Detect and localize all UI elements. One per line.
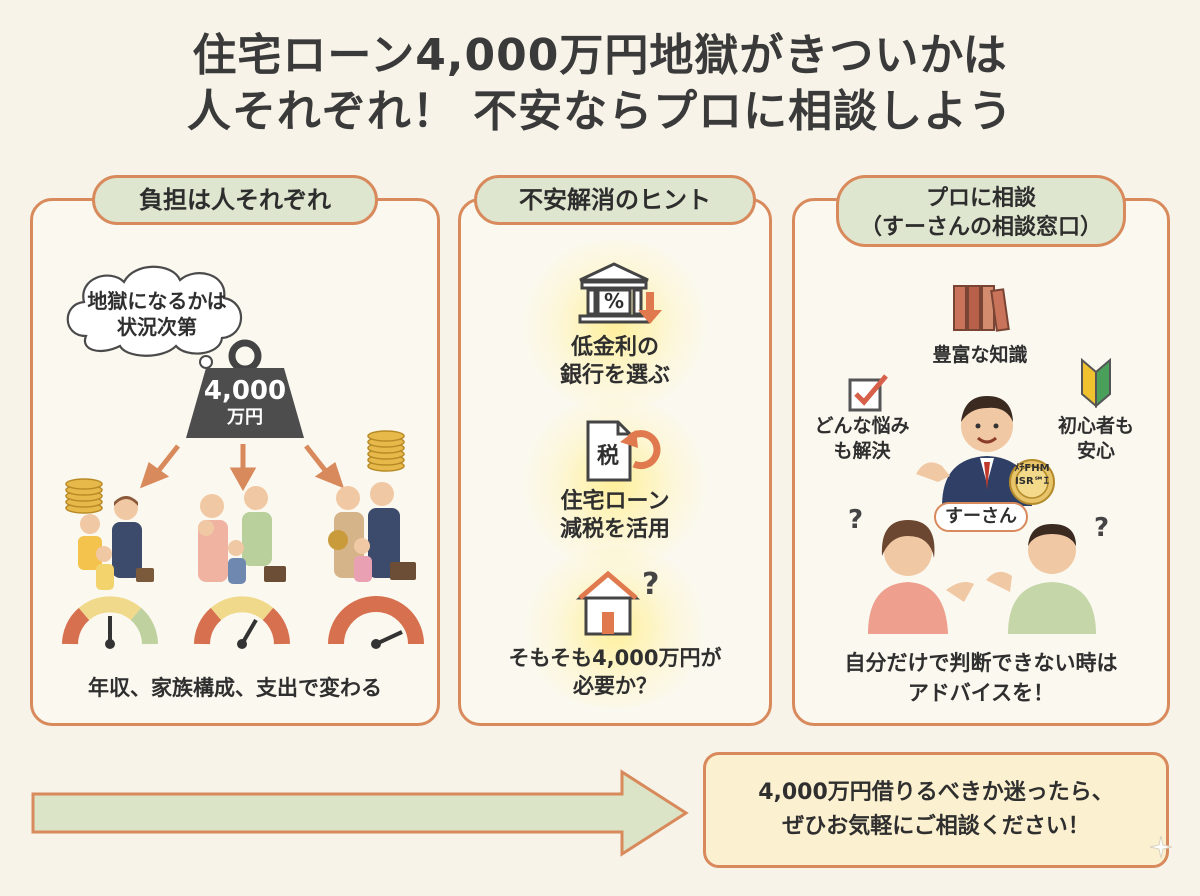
cta-line-1: 4,000万円借りるべきか迷ったら、 (758, 780, 1114, 805)
advisor-illustration (916, 396, 1032, 506)
badge-text: ﾒﾁFHM ISR℠ｴ (1006, 462, 1058, 488)
solve-label: どんな悩み も解決 (802, 414, 922, 464)
thought-line-2: 状況次第 (117, 315, 197, 339)
weight-icon (186, 339, 304, 438)
sparkle-icon (1149, 835, 1173, 859)
panel-burden-caption: 年収、家族構成、支出で変わる (88, 676, 382, 700)
beginner-label: 初心者も 安心 (1038, 414, 1154, 464)
badge-seal-icon (1009, 459, 1055, 505)
hint-tax-deduction-line-1: 住宅ローン (560, 489, 670, 514)
beginner-label-line-1: 初心者も (1057, 415, 1134, 437)
tax-document-text: 税 (596, 444, 619, 469)
client-woman-illustration: ? (848, 505, 974, 634)
hint-necessity-line-2: 必要か？ (573, 674, 657, 698)
cta-text: 4,000万円借りるべきか迷ったら、 ぜひお気軽にご相談ください！ (710, 776, 1162, 844)
thought-line-1: 地獄になるかは (87, 289, 227, 313)
cta-line-2: ぜひお気軽にご相談ください！ (782, 814, 1090, 839)
hint-necessity: そもそも4,000万円が 必要か？ (478, 644, 752, 700)
badge-text-line-2: ISR℠ｴ (1015, 476, 1049, 487)
title-line-2: 人それぞれ！ 不安ならプロに相談しよう (186, 86, 1014, 137)
panel-consult-caption-line-1: 自分だけで判断できない時は (844, 651, 1118, 675)
family-illustration-2 (198, 486, 286, 584)
flow-arrow (31, 769, 689, 857)
house-question-icon: ? (575, 567, 659, 636)
hint-low-rate: 低金利の 銀行を選ぶ (518, 334, 712, 390)
beginner-mark-icon (1081, 357, 1111, 409)
client-man-illustration: ? (986, 513, 1109, 634)
badge-text-line-1: ﾒﾁFHM (1014, 463, 1050, 474)
solve-label-line-1: どんな悩み (814, 415, 910, 437)
gauge-icon-high (328, 596, 424, 649)
hint-low-rate-line-1: 低金利の (570, 335, 659, 360)
books-icon (953, 285, 1010, 332)
svg-text:?: ? (848, 505, 863, 535)
hint-low-rate-line-2: 銀行を選ぶ (559, 363, 670, 388)
knowledge-label: 豊富な知識 (932, 344, 1028, 366)
gauge-icon-low (62, 596, 158, 649)
solve-label-line-2: も解決 (833, 440, 891, 462)
hint-tax-deduction: 住宅ローン 減税を活用 (518, 488, 712, 544)
page-title: 住宅ローン4,000万円地獄がきついかは 人それぞれ！ 不安ならプロに相談しよう (0, 28, 1200, 140)
weight-label: 4,000 万円 (182, 376, 308, 430)
panel-consult-caption-line-2: アドバイスを！ (907, 681, 1055, 705)
tax-document-icon (586, 420, 661, 482)
cta-box[interactable] (703, 752, 1169, 868)
weight-unit: 万円 (227, 407, 263, 428)
family-illustration-1 (78, 496, 154, 590)
panel-hints-tag: 不安解消のヒント (474, 175, 756, 225)
hint-necessity-line-1: そもそも4,000万円が (508, 646, 722, 670)
bank-icon (578, 262, 662, 324)
title-line-1: 住宅ローン4,000万円地獄がきついかは (192, 30, 1008, 81)
panel-consult-tag-line-2: （すーさんの相談窓口） (859, 215, 1102, 240)
bank-icon-percent: % (603, 289, 625, 313)
svg-text:?: ? (642, 567, 659, 602)
hint-tax-deduction-line-2: 減税を活用 (559, 517, 670, 542)
branch-arrows (139, 444, 345, 492)
gauge-icon-mid (194, 596, 290, 649)
thought-text: 地獄になるかは 状況次第 (62, 288, 252, 340)
coins-icon-right (367, 430, 405, 472)
panel-consult-tag: プロに相談 （すーさんの相談窓口） (836, 175, 1126, 247)
panel-consult-tag-line-1: プロに相談 (925, 186, 1036, 211)
panel-consult-caption: 自分だけで判断できない時は アドバイスを！ (800, 648, 1162, 708)
svg-text:?: ? (1094, 513, 1109, 543)
beginner-label-line-2: 安心 (1076, 440, 1115, 462)
checkbox-icon (848, 374, 888, 412)
family-illustration-3 (328, 482, 416, 582)
advisor-name-badge: すーさん (934, 502, 1028, 532)
coins-icon-left (65, 478, 103, 514)
weight-amount: 4,000 (203, 376, 287, 406)
panel-burden-tag: 負担は人それぞれ (92, 175, 378, 225)
